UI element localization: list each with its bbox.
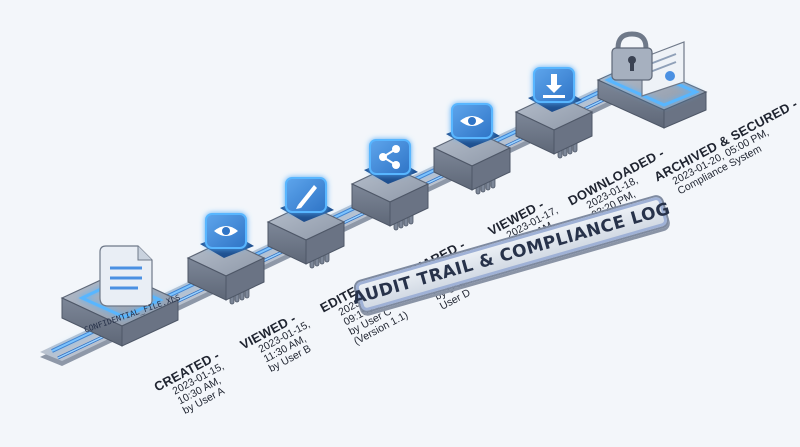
event-node [350,139,430,231]
node-side-right [553,111,593,155]
node-side-right [389,183,429,227]
eye-icon [214,226,238,236]
lock-icon [611,31,653,81]
event-node [432,103,512,195]
eye-icon [460,116,484,126]
event-node [514,67,594,159]
node-created [60,245,180,347]
node-archived [596,31,708,129]
event-node [186,213,266,305]
node-side-right [305,221,345,265]
node-side-right [471,147,511,191]
node-side-right [225,257,265,301]
share-icon [379,145,400,169]
event-node [266,177,346,269]
download-icon [543,74,565,98]
icon-tile [369,139,411,175]
document-icon [99,245,153,307]
pencil-icon [296,185,317,209]
event-nodes [186,67,594,305]
